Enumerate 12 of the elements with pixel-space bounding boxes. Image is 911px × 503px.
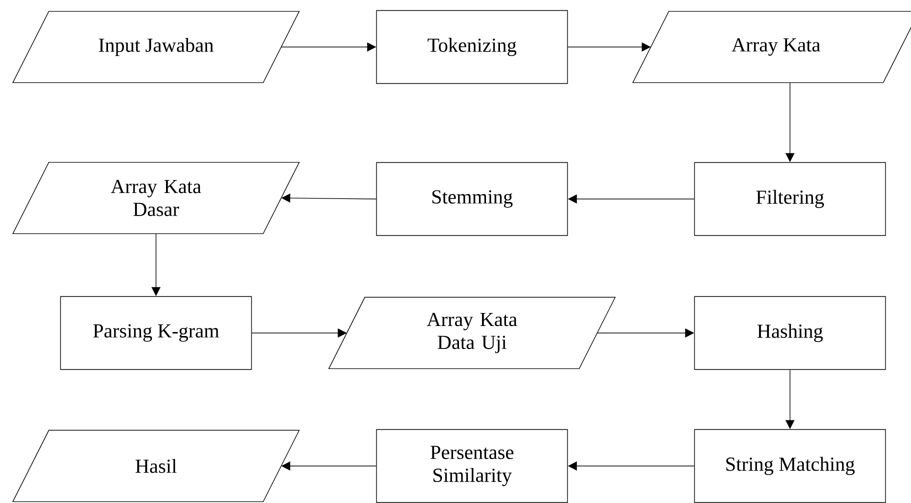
data-parallelogram: Array Kata Dasar [12, 162, 300, 234]
data-parallelogram: Array Kata Data Uji [328, 296, 616, 370]
process-box: String Matching [694, 429, 886, 503]
process-box: Hashing [694, 296, 886, 370]
process-box: Filtering [694, 162, 886, 236]
data-parallelogram: Input Jawaban [12, 10, 300, 84]
process-box: Persentase Similarity [376, 429, 568, 503]
process-box: Stemming [376, 162, 568, 236]
process-box: Parsing K-gram [60, 296, 252, 370]
data-parallelogram: Hasil [12, 430, 300, 502]
process-box: Tokenizing [376, 10, 568, 84]
data-parallelogram: Array Kata [632, 10, 911, 84]
